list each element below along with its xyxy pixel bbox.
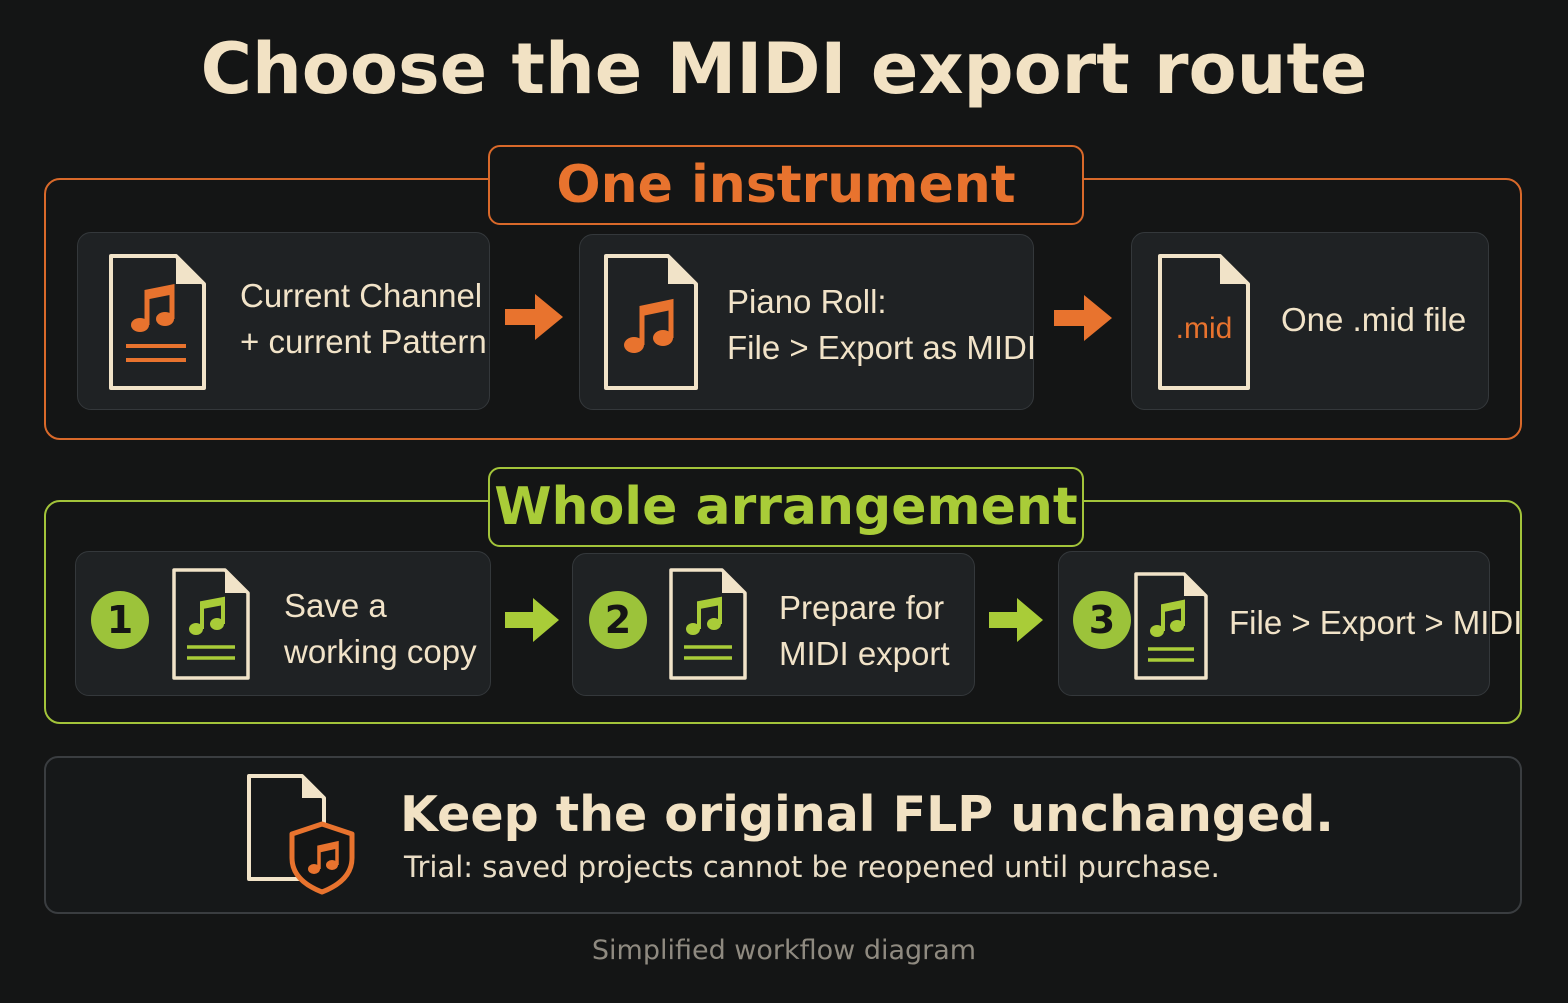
protected-file-icon bbox=[247, 774, 355, 895]
step-text-prepare: Prepare for MIDI export bbox=[779, 589, 950, 672]
step-number-badge: 1 bbox=[91, 591, 149, 649]
step-card-piano-roll bbox=[579, 234, 1034, 410]
arrow-right-icon bbox=[505, 598, 559, 642]
step-text-mid-file: One .mid file bbox=[1281, 301, 1467, 338]
music-file-icon bbox=[109, 254, 206, 390]
music-file-icon bbox=[604, 254, 698, 390]
arrow-right-icon bbox=[1054, 295, 1112, 341]
music-file-icon bbox=[172, 568, 250, 680]
step-number-badge: 2 bbox=[589, 591, 647, 649]
route-label-one-instrument: One instrument part bbox=[488, 145, 1084, 291]
music-file-icon bbox=[1134, 572, 1208, 680]
footer-caption: Simplified workflow diagram bbox=[591, 935, 977, 966]
step-text-save-copy: Save a working copy bbox=[284, 587, 477, 670]
note-text: Trial: saved projects cannot be reopened… bbox=[404, 850, 1220, 884]
arrow-right-icon bbox=[989, 598, 1043, 642]
arrow-right-icon bbox=[505, 294, 563, 340]
page-title: Choose the MIDI export route bbox=[200, 28, 1368, 110]
mid-file-icon bbox=[1158, 254, 1250, 390]
step-text-current-channel: Current Channel + current Pattern bbox=[240, 277, 487, 360]
music-file-icon bbox=[669, 568, 747, 680]
step-card-mid-file bbox=[1131, 232, 1489, 410]
step-text-export-midi: File > Export > MIDI bbox=[1229, 604, 1523, 641]
note-heading: Keep the original FLP unchanged. bbox=[400, 786, 1334, 843]
step-number-badge: 3 bbox=[1073, 591, 1131, 649]
step-text-piano-roll: Piano Roll: File > Export as MIDI bbox=[727, 283, 1037, 366]
mid-extension-label: .mid bbox=[1175, 312, 1233, 345]
route-label-whole-arrangement: Whole arrangement bbox=[488, 467, 1084, 547]
